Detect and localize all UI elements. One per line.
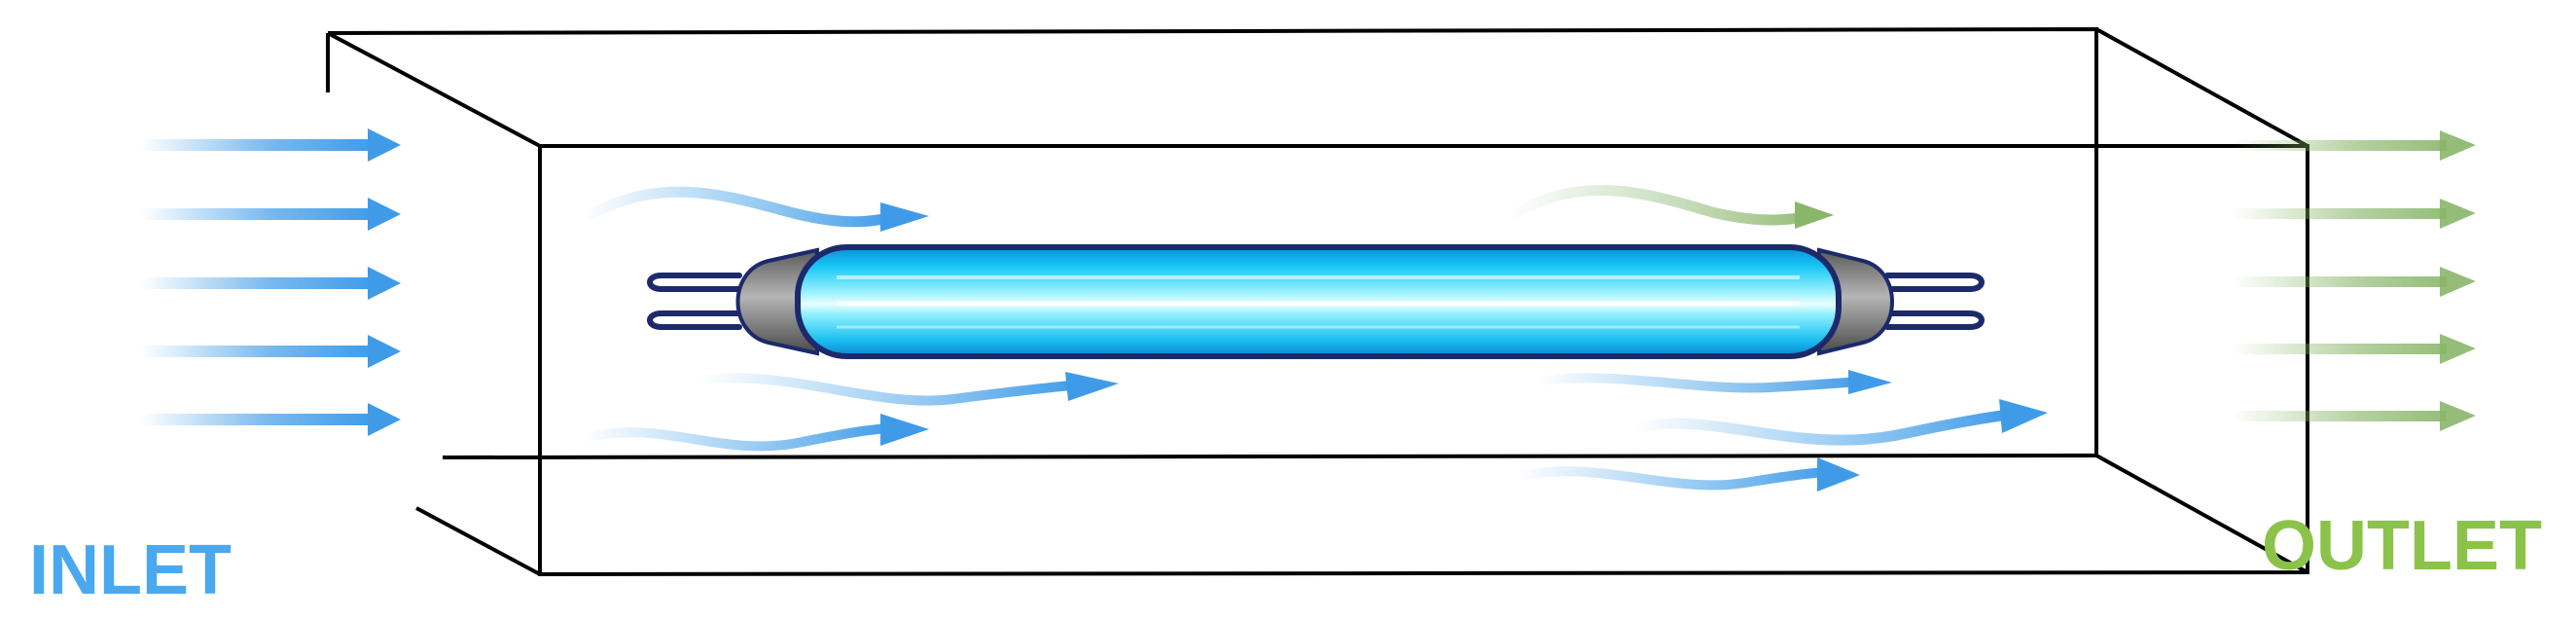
outlet-arrow	[2233, 401, 2476, 431]
airflow-wave-lower-left	[579, 414, 929, 452]
outlet-arrow	[2233, 334, 2476, 364]
outlet-arrow	[2233, 130, 2476, 161]
duct-box	[326, 26, 2309, 577]
inlet-arrows	[141, 128, 401, 436]
airflow-waves	[578, 185, 2048, 492]
airflow-wave-lower-right	[1513, 457, 1860, 492]
outlet-arrows	[2233, 130, 2476, 431]
inlet-arrow	[141, 403, 401, 436]
inlet-arrow	[141, 335, 401, 368]
airflow-wave-upper-right	[1502, 185, 1834, 229]
outlet-label: OUTLET	[2262, 507, 2542, 585]
uv-lamp-icon	[647, 244, 1985, 359]
outlet-arrow	[2233, 267, 2476, 297]
inlet-arrow	[141, 267, 401, 300]
airflow-wave-mid-right	[1532, 370, 1892, 394]
airflow-wave-mid-left	[696, 372, 1119, 406]
inlet-label: INLET	[29, 531, 232, 609]
lamp-pins-left	[647, 273, 742, 330]
airflow-wave-upper-left	[578, 186, 929, 232]
lamp-cap-left	[735, 247, 819, 356]
airflow-wave-far-right	[1628, 399, 2048, 446]
lamp-pins-right	[1884, 273, 1985, 330]
inlet-arrow	[141, 128, 401, 162]
outlet-arrow	[2233, 199, 2476, 229]
inlet-arrow	[141, 198, 401, 231]
